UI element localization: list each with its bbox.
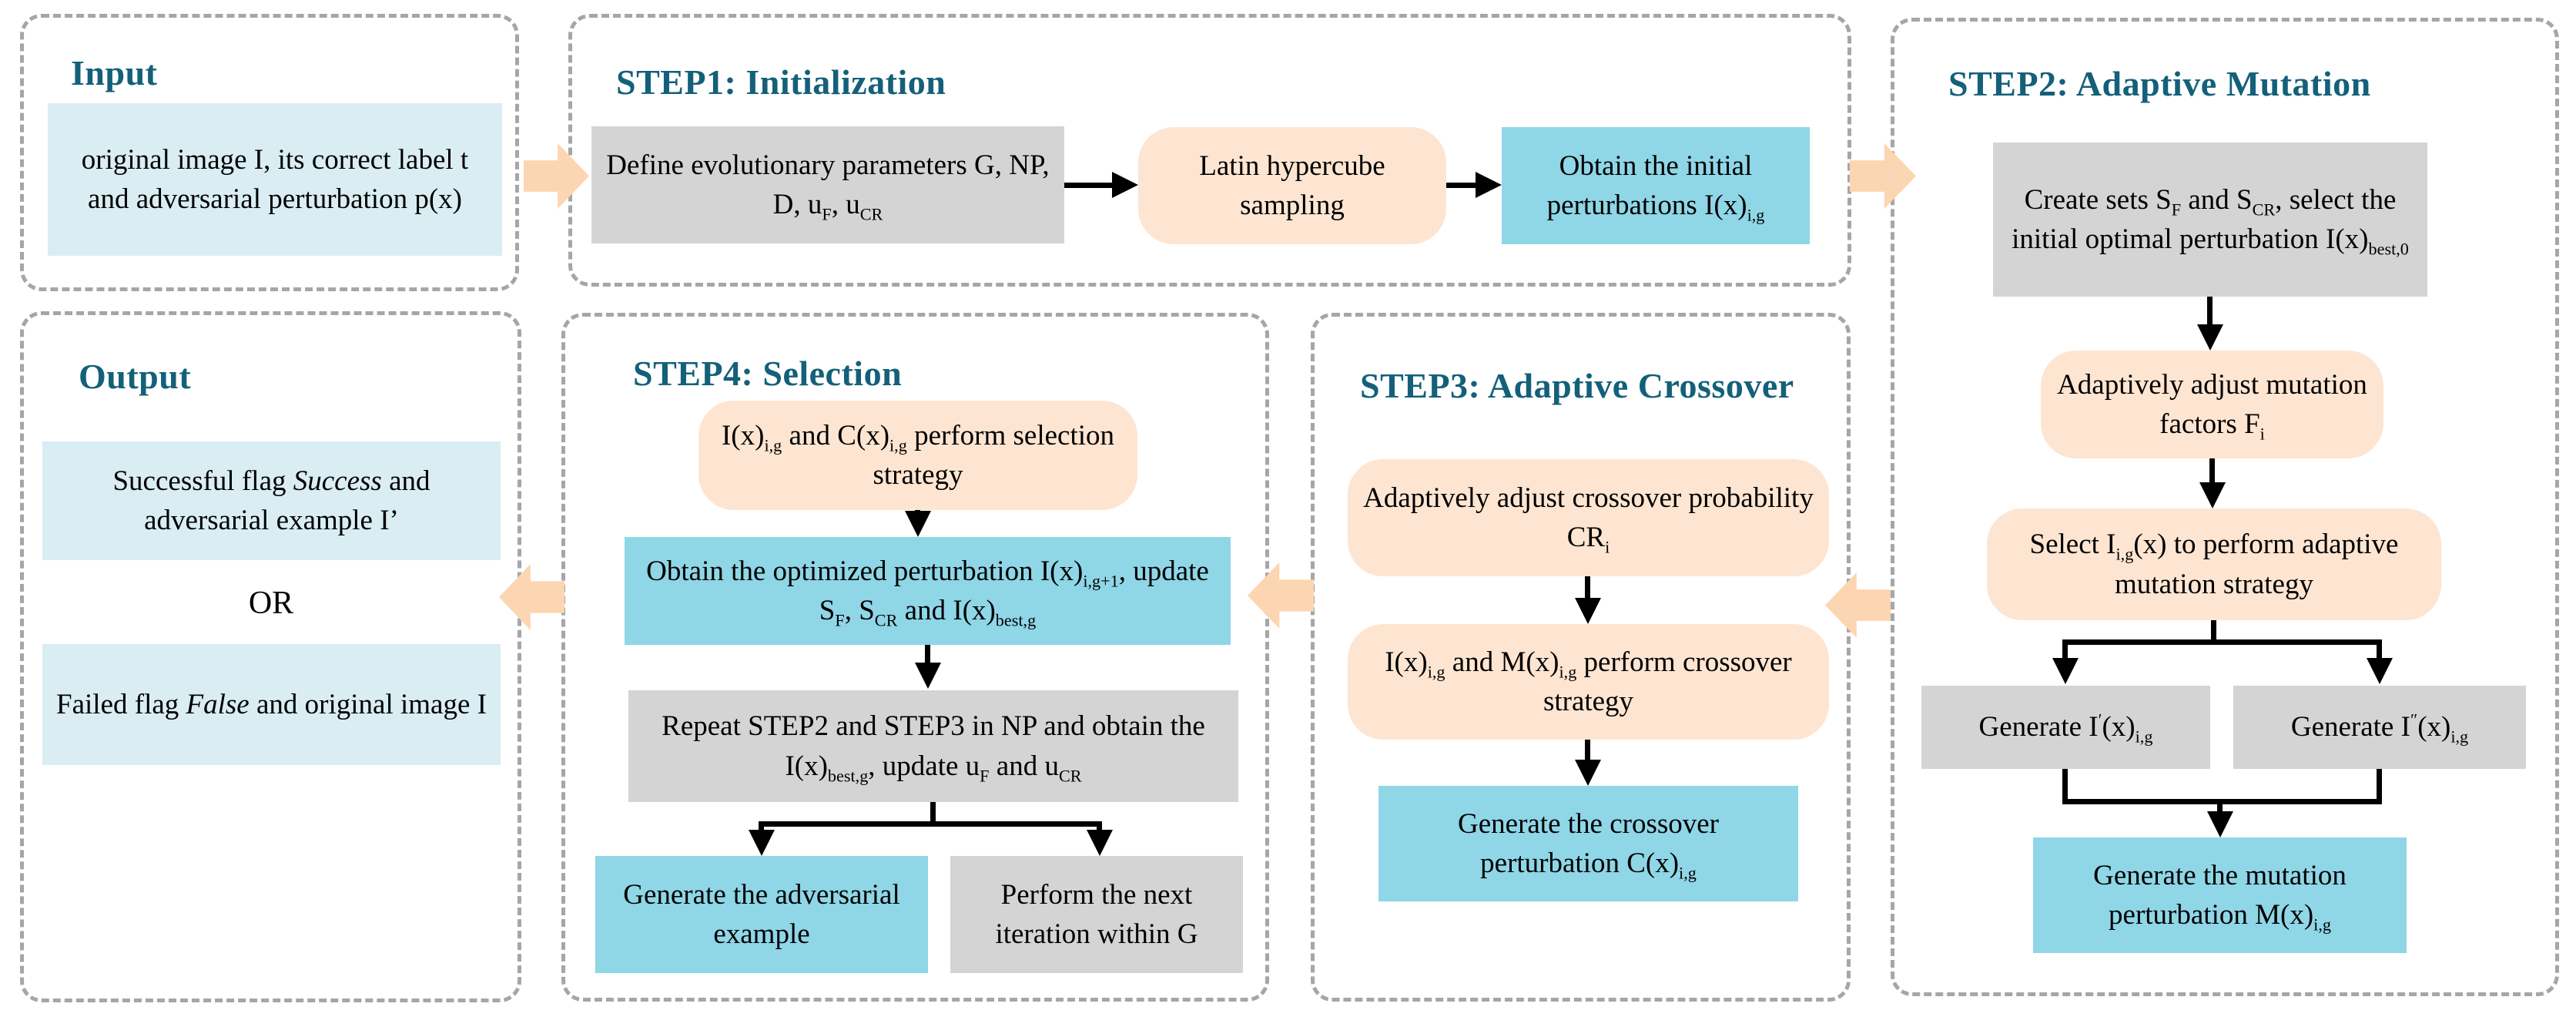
connector-line <box>930 802 936 824</box>
node-next-iteration: Perform the next iteration within G <box>950 856 1243 973</box>
panel-step2 <box>1891 18 2559 996</box>
output-panel-title: Output <box>79 357 192 396</box>
node-output-failed: Failed flag False and original image I <box>42 644 501 765</box>
connector-line <box>2217 799 2223 814</box>
node-generate-adversarial-example: Generate the adversarial example <box>595 856 928 973</box>
node-perform-selection-strategy: I(x)i,g and C(x)i,g perform selection st… <box>698 401 1137 510</box>
panel-input <box>20 14 519 291</box>
arrow-down-icon <box>915 663 941 689</box>
connector-line <box>1446 183 1479 188</box>
panel-step1 <box>568 14 1851 287</box>
arrow-down-icon <box>2207 811 2233 837</box>
connector-line <box>759 821 1102 827</box>
panel-step3 <box>1311 313 1851 1002</box>
arrow-down-icon <box>1575 760 1601 786</box>
node-adjust-crossover-probability: Adaptively adjust crossover probability … <box>1348 459 1829 576</box>
connector-line <box>2062 769 2068 804</box>
connector-line <box>759 821 764 832</box>
arrow-down-icon <box>2367 658 2393 684</box>
connector-line <box>2062 639 2382 645</box>
arrow-down-icon <box>2199 482 2226 508</box>
step3-panel-title: STEP3: Adaptive Crossover <box>1360 366 1794 405</box>
panel-step4 <box>561 313 1269 1002</box>
node-generate-i-prime: Generate I′(x)i,g <box>1921 686 2210 769</box>
output-or-label: OR <box>248 586 294 622</box>
arrow-down-icon <box>749 830 775 856</box>
step1-panel-title: STEP1: Initialization <box>616 62 946 102</box>
connector-line <box>1097 821 1102 832</box>
node-perform-crossover-strategy: I(x)i,g and M(x)i,g perform crossover st… <box>1348 624 1829 740</box>
panel-output <box>20 311 521 1002</box>
arrow-down-icon <box>905 511 931 537</box>
connector-line <box>2377 639 2382 661</box>
node-generate-mutation-perturbation: Generate the mutation perturbation M(x)i… <box>2033 837 2407 953</box>
arrow-down-icon <box>2052 658 2079 684</box>
node-select-mutation-strategy: Select Ii,g(x) to perform adaptive mutat… <box>1987 508 2441 620</box>
node-obtain-optimized-perturbation: Obtain the optimized perturbation I(x)i,… <box>625 537 1231 645</box>
input-panel-title: Input <box>71 53 158 92</box>
connector-line <box>2209 458 2215 485</box>
node-latin-hypercube-sampling: Latin hypercube sampling <box>1138 127 1446 244</box>
node-generate-crossover-perturbation: Generate the crossover perturbation C(x)… <box>1378 786 1798 901</box>
node-repeat-step2-step3: Repeat STEP2 and STEP3 in NP and obtain … <box>628 690 1238 802</box>
arrow-down-icon <box>1087 830 1113 856</box>
node-adjust-mutation-factors: Adaptively adjust mutation factors Fi <box>2041 351 2383 458</box>
connector-line <box>2062 639 2068 661</box>
node-define-parameters: Define evolutionary parameters G, NP, D,… <box>591 126 1064 243</box>
step2-panel-title: STEP2: Adaptive Mutation <box>1948 64 2371 103</box>
arrow-down-icon <box>1575 598 1601 624</box>
connector-line <box>2377 769 2382 804</box>
arrow-right-icon <box>1112 172 1138 198</box>
arrow-down-icon <box>2197 324 2223 351</box>
node-input-data: original image I, its correct label t an… <box>48 103 502 256</box>
node-create-sets: Create sets SF and SCR, select the initi… <box>1993 143 2427 297</box>
node-generate-i-double-prime: Generate I″(x)i,g <box>2233 686 2526 769</box>
node-initial-perturbations: Obtain the initial perturbations I(x)i,g <box>1502 127 1810 244</box>
step4-panel-title: STEP4: Selection <box>633 354 903 393</box>
connector-line <box>925 645 930 665</box>
connector-line <box>1585 740 1590 763</box>
connector-line <box>1585 576 1590 601</box>
connector-line <box>2211 620 2216 642</box>
connector-line <box>2207 297 2213 327</box>
node-output-success: Successful flag Success and adversarial … <box>42 441 501 560</box>
connector-line <box>1064 183 1115 188</box>
arrow-right-icon <box>1476 172 1502 198</box>
